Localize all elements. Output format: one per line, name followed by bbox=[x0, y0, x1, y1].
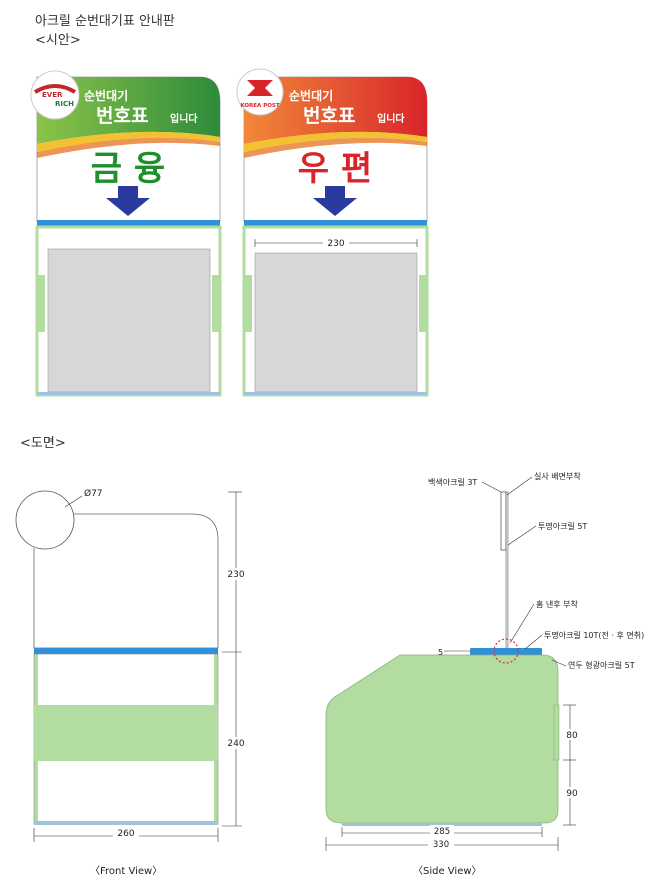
dim-330: 330 bbox=[433, 840, 449, 850]
page-title: 아크릴 순번대기표 안내판 bbox=[35, 14, 175, 29]
dim-inner-width: 230 bbox=[327, 239, 344, 249]
logo-circle bbox=[15, 490, 75, 550]
clear-acrylic-5t bbox=[505, 491, 509, 653]
sign-big-text: 우 편 bbox=[298, 149, 372, 189]
groove-detail-circle bbox=[493, 638, 519, 664]
sign-mockup-post: KOREA POST 순번대기 번호표 입니다 우 편 230 bbox=[236, 68, 429, 397]
label-green-5t: 연두 형광아크릴 5T bbox=[568, 660, 635, 670]
down-arrow-icon bbox=[106, 186, 150, 216]
dim-90: 90 bbox=[566, 789, 578, 799]
label-clear-10t: 투명아크릴 10T(전 · 후 면취) bbox=[544, 630, 644, 640]
green-band bbox=[34, 705, 218, 761]
side-view-drawing: 백색아크릴 3T 실사 배면부착 투명아크릴 5T 홈 낸후 부착 투명아크릴 … bbox=[325, 471, 644, 851]
sign-line1: 순번대기 bbox=[289, 88, 333, 103]
label-white-acrylic: 백색아크릴 3T bbox=[428, 477, 477, 487]
front-view-caption: 〈Front View〉 bbox=[90, 866, 163, 877]
sign-line2: 번호표 bbox=[96, 105, 148, 127]
dim-width: 260 bbox=[117, 829, 134, 839]
dim-diameter: Ø77 bbox=[84, 488, 103, 499]
white-acrylic-plate bbox=[500, 491, 507, 551]
side-view-caption: 〈Side View〉 bbox=[413, 866, 482, 877]
label-real-print: 실사 배면부착 bbox=[534, 471, 581, 481]
sign-line2-suffix: 입니다 bbox=[170, 112, 198, 125]
blue-bar bbox=[37, 220, 220, 227]
logo-text-top: EVER bbox=[42, 91, 63, 99]
sign-mockup-finance: EVER RICH 순번대기 번호표 입니다 금 융 bbox=[30, 70, 222, 397]
drawing-label: <도면> bbox=[20, 436, 66, 451]
sign-line2-suffix: 입니다 bbox=[377, 112, 405, 125]
dim-80: 80 bbox=[566, 731, 578, 741]
mockup-label: <시안> bbox=[35, 33, 81, 48]
korea-post-logo-icon bbox=[247, 80, 273, 96]
dim-bottom-height: 240 bbox=[227, 739, 244, 749]
down-arrow-icon bbox=[313, 186, 357, 216]
blue-bar bbox=[34, 648, 218, 654]
dim-285: 285 bbox=[434, 827, 450, 837]
number-panel bbox=[47, 248, 211, 393]
sign-big-text: 금 융 bbox=[91, 149, 165, 189]
dim-top-height: 230 bbox=[227, 570, 244, 580]
green-base-body bbox=[325, 654, 559, 824]
blue-bar bbox=[244, 220, 427, 227]
number-panel bbox=[254, 252, 418, 393]
logo-text-bottom: RICH bbox=[55, 100, 74, 108]
label-groove: 홈 낸후 부착 bbox=[536, 599, 579, 609]
logo-text-bottom: KOREA POST bbox=[240, 103, 280, 109]
front-view-drawing: Ø77 230 240 260 bbox=[15, 488, 247, 842]
sign-line1: 순번대기 bbox=[84, 88, 128, 103]
sign-line2: 번호표 bbox=[303, 105, 355, 127]
label-clear-5t: 투명아크릴 5T bbox=[538, 521, 587, 531]
dim-5: 5 bbox=[438, 648, 443, 657]
